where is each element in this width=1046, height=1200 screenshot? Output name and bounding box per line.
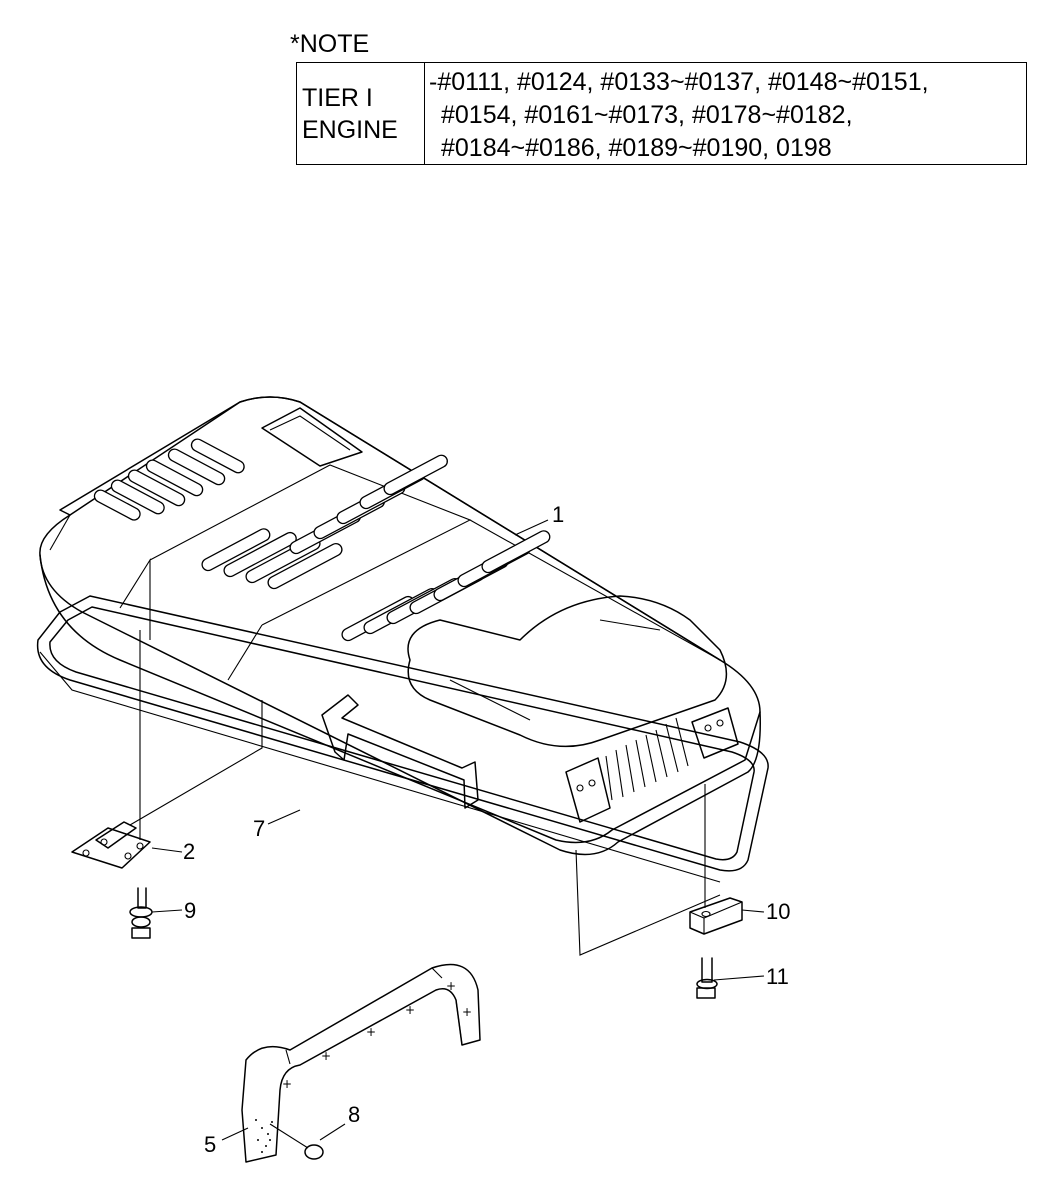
vent-slots-center — [201, 454, 448, 590]
handle-part-5: + + + + + + — [241, 963, 481, 1163]
note-label-line-1: TIER I — [302, 83, 373, 112]
note-label-cell: TIER I ENGINE — [297, 63, 425, 164]
knob-part-8 — [269, 1123, 324, 1160]
svg-text:+: + — [282, 1077, 292, 1091]
vent-slots-left — [93, 438, 245, 521]
note-label-line-2: ENGINE — [302, 115, 398, 144]
note-title: *NOTE — [290, 30, 370, 58]
callout-5: 5 — [204, 1132, 216, 1157]
hinge-part — [71, 821, 151, 869]
note-table: TIER I ENGINE -#0111, #0124, #0133~#0137… — [296, 62, 1027, 165]
callout-8: 8 — [348, 1102, 360, 1127]
spacer-block-part-10 — [689, 897, 743, 935]
bolt-part-11 — [696, 957, 718, 999]
callout-10: 10 — [766, 899, 790, 924]
callout-1: 1 — [552, 502, 564, 527]
note-serials-cell: -#0111, #0124, #0133~#0137, #0148~#0151,… — [425, 63, 1026, 164]
callout-7: 7 — [253, 816, 265, 841]
vent-slots-right — [341, 530, 551, 642]
svg-text:+: + — [321, 1049, 331, 1063]
front-grille — [605, 717, 689, 801]
callout-9: 9 — [184, 898, 196, 923]
callout-2: 2 — [183, 839, 195, 864]
engine-cover — [39, 396, 761, 956]
svg-text:+: + — [366, 1025, 376, 1039]
svg-text:+: + — [446, 979, 456, 993]
note-serial-line-2: #0154, #0161~#0173, #0178~#0182, — [441, 101, 853, 129]
note-serial-line-1: -#0111, #0124, #0133~#0137, #0148~#0151, — [429, 68, 929, 96]
callout-11: 11 — [766, 964, 789, 989]
note-serial-line-3: #0184~#0186, #0189~#0190, 0198 — [441, 134, 832, 162]
svg-text:+: + — [405, 1003, 415, 1017]
bolt-part-9 — [129, 887, 153, 939]
svg-text:+: + — [462, 1005, 472, 1019]
